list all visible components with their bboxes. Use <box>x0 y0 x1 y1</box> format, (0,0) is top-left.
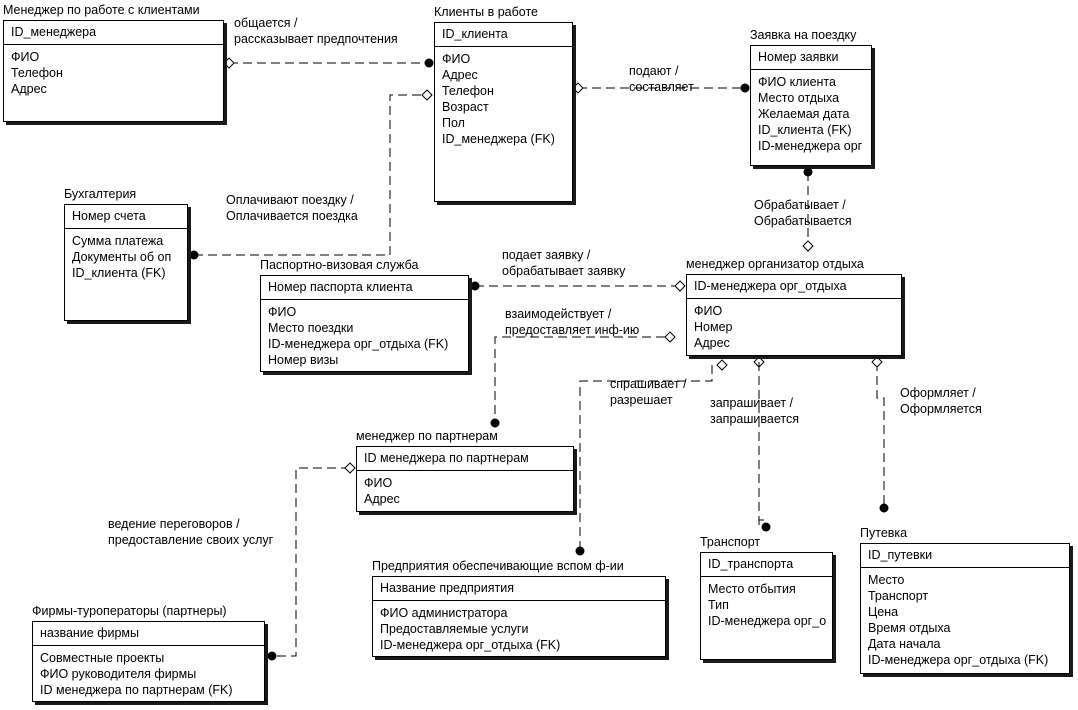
entity-attr: Дата начала <box>868 637 941 651</box>
entity-title: менеджер по партнерам <box>356 429 498 443</box>
entity-key: Номер паспорта клиента <box>261 276 468 300</box>
link-manager-org-voucher <box>876 362 885 508</box>
entity-manager-clients[interactable]: Менеджер по работе с клиентами ID_менедж… <box>3 3 224 122</box>
entity-attr: ФИО <box>442 52 471 66</box>
relationship-label: Обрабатывает /Обрабатывается <box>754 198 852 228</box>
entity-title: Бухгалтерия <box>64 187 137 201</box>
relationship-label: спрашивает /разрешает <box>610 377 687 407</box>
entity-tour-operators[interactable]: Фирмы-туроператоры (партнеры) название ф… <box>32 604 265 702</box>
entity-key: ID_клиента <box>435 23 572 47</box>
entity-key: ID_менеджера <box>4 21 223 45</box>
relationship-label: запрашивает /запрашивается <box>710 396 799 426</box>
relationship-label: общается /рассказывает предпочтения <box>234 16 398 46</box>
entity-trip-request[interactable]: Заявка на поездку Номер заявки ФИО клиен… <box>750 28 872 166</box>
entity-attr: Адрес <box>11 82 47 96</box>
entity-key: ID-менеджера орг_отдыха <box>687 275 901 299</box>
relationship-label: Оформляет /Оформляется <box>900 386 982 416</box>
entity-attr: Адрес <box>442 68 478 82</box>
entity-title: Транспорт <box>700 535 761 549</box>
entity-manager-org[interactable]: менеджер организатор отдыха ID-менеджера… <box>686 257 902 356</box>
entity-attr: ФИО <box>11 50 40 64</box>
entity-attr: ФИО <box>268 305 297 319</box>
entity-attr: Телефон <box>442 84 494 98</box>
relationship-label: подает заявку /обрабатывает заявку <box>502 248 626 278</box>
relationship-label: ведение переговоров /предоставление свои… <box>108 517 274 547</box>
entity-key: Номер заявки <box>751 46 871 70</box>
entity-title: Предприятия обеспечивающие вспом ф-ии <box>372 559 624 573</box>
entity-accounting[interactable]: Бухгалтерия Номер счета Сумма платежа До… <box>64 187 188 321</box>
entity-key: Название предприятия <box>373 577 665 601</box>
entity-attr: ФИО клиента <box>758 75 836 89</box>
entity-key: ID_транспорта <box>701 553 832 577</box>
entity-attr: Адрес <box>694 336 730 350</box>
entity-attr: Место отдыха <box>758 91 840 105</box>
entity-title: Путевка <box>860 526 908 540</box>
entity-attr: ID менеджера по партнерам (FK) <box>40 683 233 697</box>
entity-attr: ID-менеджера орг <box>758 139 863 153</box>
entity-attr: ID-менеджера орг_отдыха (FK) <box>268 337 449 351</box>
entity-support-enterprises[interactable]: Предприятия обеспечивающие вспом ф-ии На… <box>372 559 666 657</box>
entity-attr: Совместные проекты <box>40 651 165 665</box>
entity-voucher[interactable]: Путевка ID_путевки Место Транспорт Цена … <box>860 526 1070 674</box>
entity-attr: Возраст <box>442 100 489 114</box>
entity-key: Номер счета <box>65 205 187 229</box>
relationship-label: Оплачивают поездку /Оплачивается поездка <box>226 193 358 223</box>
entity-attr: ID-менеджера орг_отдыха (FK) <box>380 638 561 652</box>
entity-attr: Место поездки <box>268 321 354 335</box>
link-accounting-clients <box>194 94 427 256</box>
entity-attr: Желаемая дата <box>758 107 850 121</box>
entity-passport-service[interactable]: Паспортно-визовая служба Номер паспорта … <box>260 258 469 372</box>
entity-attr: ID_клиента (FK) <box>72 266 166 280</box>
entity-attr: Тип <box>708 598 729 612</box>
entity-attr: ФИО <box>694 304 723 318</box>
entity-attr: Цена <box>868 605 899 619</box>
entity-attr: Адрес <box>364 492 400 506</box>
entity-attr: Место отбытия <box>708 582 796 596</box>
link-manager-org-enterprises <box>579 365 713 551</box>
entity-key: ID_путевки <box>861 544 1069 568</box>
entity-title: Клиенты в работе <box>434 5 538 19</box>
entity-title: Паспортно-визовая служба <box>260 258 419 272</box>
entity-attr: ФИО <box>364 476 393 490</box>
entity-attr: Предоставляемые услуги <box>380 622 529 636</box>
relationship-label: подают /составляет <box>629 64 694 94</box>
entity-title: Заявка на поездку <box>750 28 857 42</box>
entity-clients[interactable]: Клиенты в работе ID_клиента ФИО Адрес Те… <box>434 5 573 202</box>
entity-attr: ID-менеджера орг_о <box>708 614 827 628</box>
entity-attr: Номер визы <box>268 353 339 367</box>
entity-attr: ID_менеджера (FK) <box>442 132 555 146</box>
entity-attr: Транспорт <box>868 589 929 603</box>
entity-title: Фирмы-туроператоры (партнеры) <box>32 604 227 618</box>
entity-manager-partners[interactable]: менеджер по партнерам ID менеджера по па… <box>356 429 574 512</box>
entity-key: название фирмы <box>33 622 264 646</box>
entity-attr: Номер <box>694 320 733 334</box>
link-manager-org-partners <box>494 336 665 423</box>
relationship-label: взаимодействует /предоставляет инф-ию <box>505 307 640 337</box>
entity-title: менеджер организатор отдыха <box>686 257 864 271</box>
entity-attr: Документы об оп <box>72 250 172 264</box>
entity-attr: Время отдыха <box>868 621 951 635</box>
entity-title: Менеджер по работе с клиентами <box>3 3 200 17</box>
entity-attr: ФИО администратора <box>380 606 508 620</box>
entity-transport[interactable]: Транспорт ID_транспорта Место отбытия Ти… <box>700 535 833 660</box>
entity-attr: ID-менеджера орг_отдыха (FK) <box>868 653 1049 667</box>
entity-attr: ID_клиента (FK) <box>758 123 852 137</box>
entity-key: ID менеджера по партнерам <box>357 447 573 471</box>
entity-attr: Место <box>868 573 905 587</box>
entity-attr: Телефон <box>11 66 63 80</box>
entity-attr: Сумма платежа <box>72 234 164 248</box>
link-partners-operators <box>272 467 350 657</box>
entity-attr: ФИО руководителя фирмы <box>40 667 197 681</box>
entity-attr: Пол <box>442 116 465 130</box>
